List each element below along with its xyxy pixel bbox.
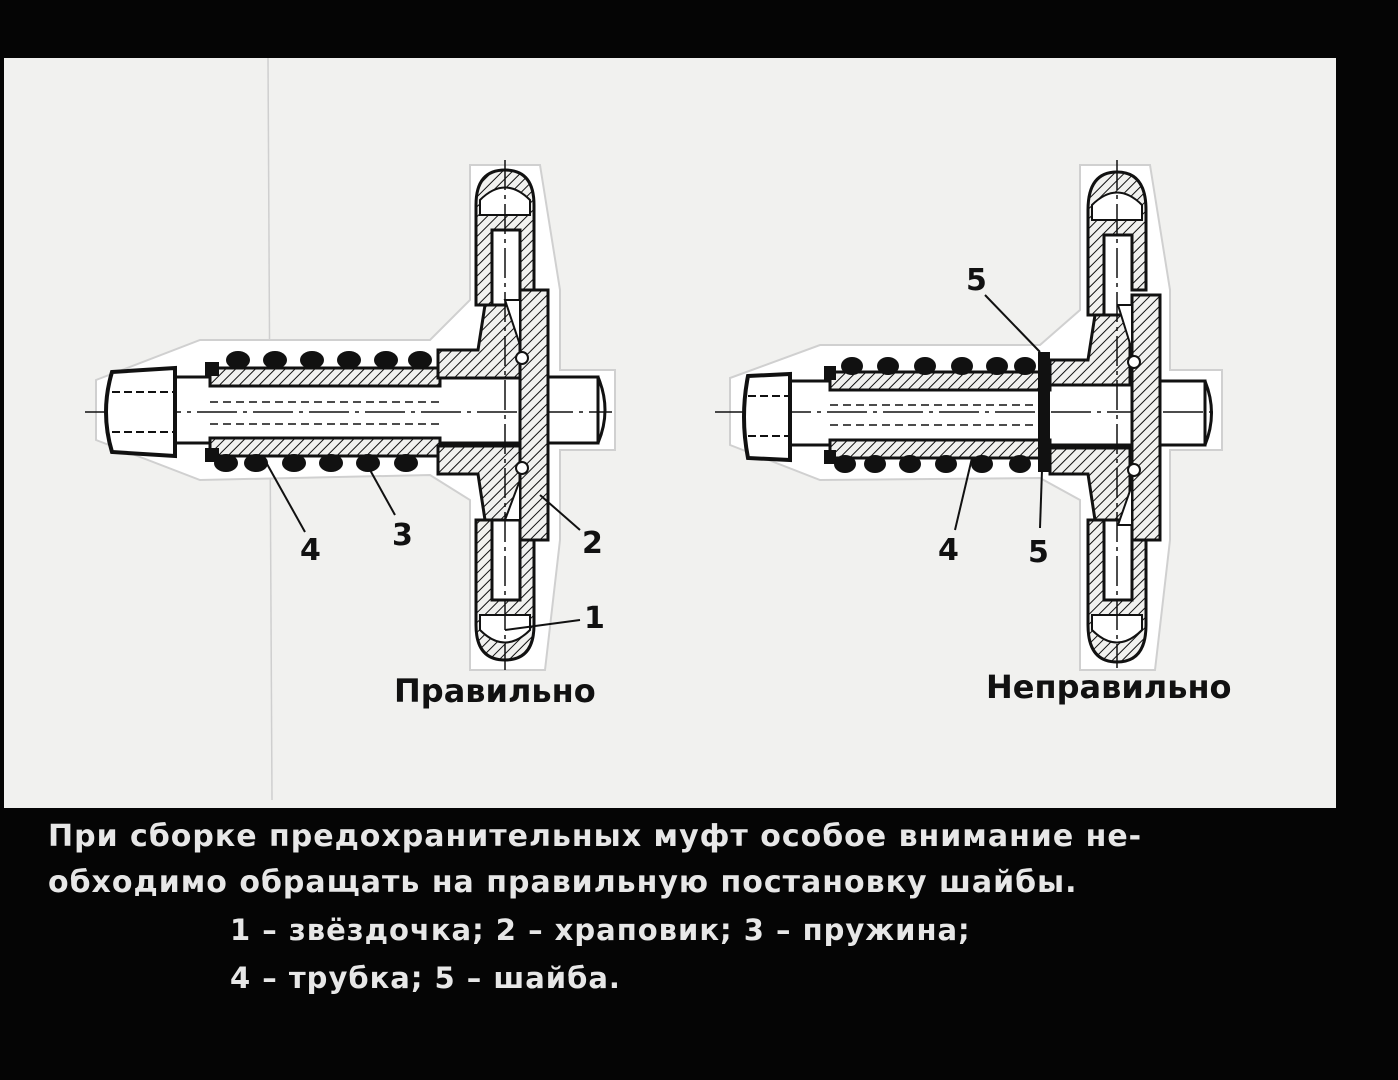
legend-line-1: 1 – звёздочка; 2 – храповик; 3 – пружина…: [230, 913, 971, 947]
callout-1: 1: [584, 601, 605, 636]
callout-leaders: [954, 294, 1043, 531]
tube: [824, 366, 1052, 464]
caption: При сборке предохранительных муфт особое…: [48, 810, 1348, 1002]
washer: [1038, 352, 1050, 472]
caption-line-2: обходимо обращать на правильную постанов…: [48, 865, 1078, 900]
ratchet: [1116, 293, 1162, 542]
callout-5-top: 5: [966, 263, 987, 298]
sprocket: [1048, 160, 1148, 668]
spring: [214, 351, 432, 472]
technical-drawing: 4 3 2 1 Правильно: [85, 57, 1232, 801]
callout-4: 4: [938, 533, 959, 568]
legend-line-2: 4 – трубка; 5 – шайба.: [230, 961, 621, 995]
callout-3: 3: [392, 518, 413, 553]
spring: [834, 357, 1036, 473]
caption-line-1: При сборке предохранительных муфт особое…: [48, 819, 1143, 854]
ratchet: [503, 288, 550, 542]
label-correct: Правильно: [394, 672, 596, 710]
clutch-assembly-correct: 4 3 2 1 Правильно: [85, 160, 616, 710]
label-incorrect: Неправильно: [986, 668, 1232, 706]
callout-4: 4: [300, 533, 321, 568]
callout-leaders: [261, 454, 581, 631]
nut: [742, 371, 792, 463]
clutch-assembly-incorrect: 5 4 5 Неправильно: [715, 160, 1232, 706]
callout-5-bottom: 5: [1028, 535, 1049, 570]
callout-2: 2: [582, 526, 603, 561]
nut: [104, 365, 177, 459]
